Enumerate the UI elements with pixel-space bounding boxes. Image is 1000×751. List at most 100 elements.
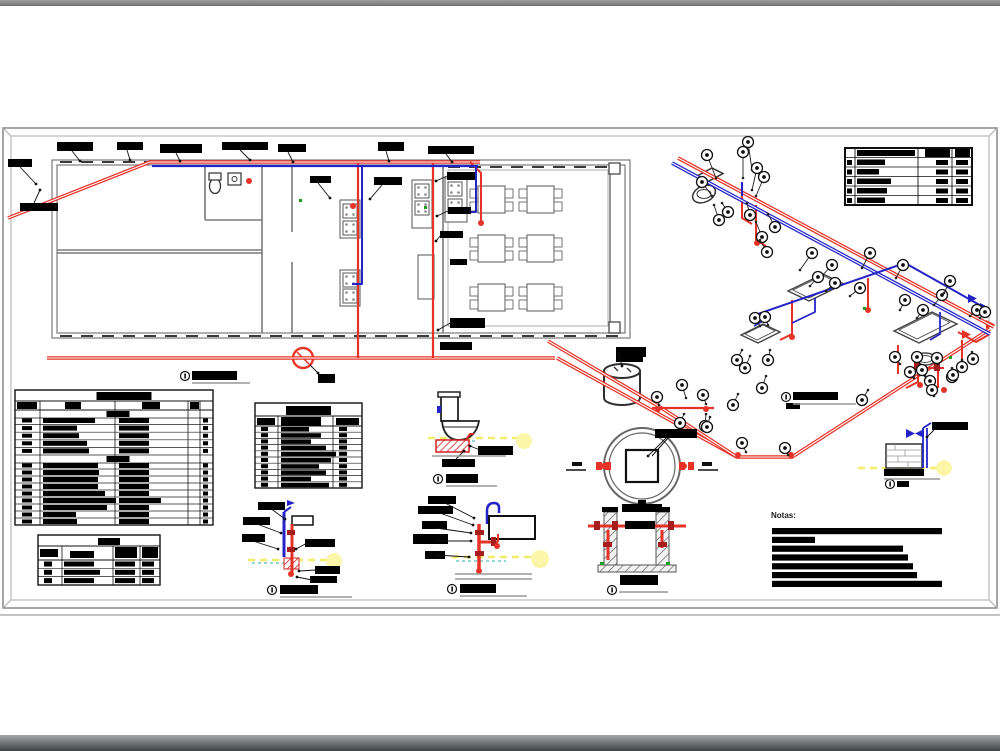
table-cell-bar [119, 470, 149, 475]
redacted-label [428, 496, 456, 504]
dining-chair [553, 250, 563, 261]
table-cell-tick [203, 498, 208, 503]
redacted-label [315, 566, 340, 574]
balloon-anchor [750, 188, 754, 192]
detail-line [651, 437, 669, 457]
redacted-label [478, 446, 513, 455]
detail-shape [666, 562, 670, 565]
stove-burner [345, 291, 348, 294]
redacted-label [460, 584, 496, 593]
balloon-number [766, 358, 770, 362]
redacted-label [278, 144, 306, 152]
balloon-number [746, 140, 750, 144]
redacted-label [192, 371, 237, 380]
balloon-number [701, 393, 705, 397]
detail-ellipse [603, 363, 641, 379]
redacted-label [897, 481, 909, 487]
dining-table [477, 185, 506, 214]
top-toolbar-strip [0, 0, 1000, 6]
table-cell-bar [119, 448, 149, 454]
detail-path [744, 324, 776, 341]
table-cell-tick [847, 188, 852, 194]
table-header-bar [955, 149, 970, 157]
ground-glow [531, 550, 549, 568]
table-cell-bar [956, 198, 968, 203]
balloon-anchor [970, 350, 974, 354]
balloon-number [940, 293, 944, 297]
redacted-label [280, 585, 318, 594]
table-cell-tick [22, 519, 32, 524]
stove-burner [352, 223, 355, 226]
redacted-label [884, 469, 924, 476]
leader-tip [38, 188, 42, 192]
table-cell-tick [203, 484, 208, 489]
leader-tip [248, 158, 252, 162]
frame-miter [2, 127, 12, 137]
balloon-number [783, 446, 787, 450]
leader-line [445, 153, 453, 163]
valve-mark [863, 307, 866, 310]
balloon-anchor [866, 388, 870, 392]
balloon-number [705, 425, 709, 429]
balloon-anchor [978, 316, 982, 320]
water-main-red-core [659, 328, 991, 458]
leader-tip [467, 555, 471, 559]
pipe-fitting [668, 521, 674, 530]
stove-burner [417, 193, 420, 196]
table-cell-tick [203, 470, 208, 475]
table-title-bar [286, 406, 331, 415]
balloon-anchor [898, 308, 902, 312]
balloon-anchor [754, 194, 758, 198]
leader-tip [294, 547, 298, 551]
table-cell-tick [339, 445, 347, 450]
water-main-red-core [556, 357, 738, 458]
pipe-fitting [475, 551, 484, 556]
balloon-number [920, 368, 924, 372]
table-cell-bar [115, 569, 135, 575]
balloon-number [951, 373, 955, 377]
redacted-label [616, 354, 643, 362]
leader-lines [19, 149, 935, 581]
balloon-anchor [808, 284, 812, 288]
balloon-anchor [766, 323, 770, 327]
table-cell-bar [43, 519, 77, 524]
balloon-number [921, 308, 925, 312]
dining-chair [504, 250, 514, 261]
dining-chair [469, 237, 479, 248]
detail-shape [572, 462, 582, 466]
balloon-anchor [684, 396, 688, 400]
leader-line [309, 364, 319, 374]
dining-chair [518, 201, 528, 212]
redacted-label [20, 203, 58, 211]
kitchen-counter [417, 254, 435, 300]
balloon-number [763, 315, 767, 319]
balloon-number [893, 355, 897, 359]
table-cell-tick [261, 445, 268, 450]
title-number [271, 587, 273, 593]
balloon-number [726, 210, 730, 214]
detail-path [287, 500, 295, 506]
table-cell-tick [339, 439, 347, 444]
leader-tip [276, 547, 280, 551]
detail-path [962, 330, 971, 339]
balloon-number [908, 370, 912, 374]
title-number [785, 394, 787, 400]
table-cell-tick [22, 505, 32, 510]
table-cell-bar [936, 169, 948, 175]
table-header-bar [17, 402, 37, 409]
table-header-bar [142, 402, 160, 409]
table-cell-bar [281, 458, 331, 463]
note-line-redacted [772, 536, 815, 543]
detail-shape [488, 515, 536, 540]
stove-burner [352, 213, 355, 216]
detail-shape [605, 462, 611, 470]
table-cell-tick [339, 427, 347, 431]
balloon-number [760, 235, 764, 239]
balloon-number [860, 398, 864, 402]
table-cell-tick [203, 477, 208, 482]
balloon-number [983, 310, 987, 314]
redacted-label [57, 142, 93, 151]
balloon-anchor [932, 303, 936, 307]
sheet-border-inner [10, 135, 990, 601]
leader-line [71, 150, 81, 162]
